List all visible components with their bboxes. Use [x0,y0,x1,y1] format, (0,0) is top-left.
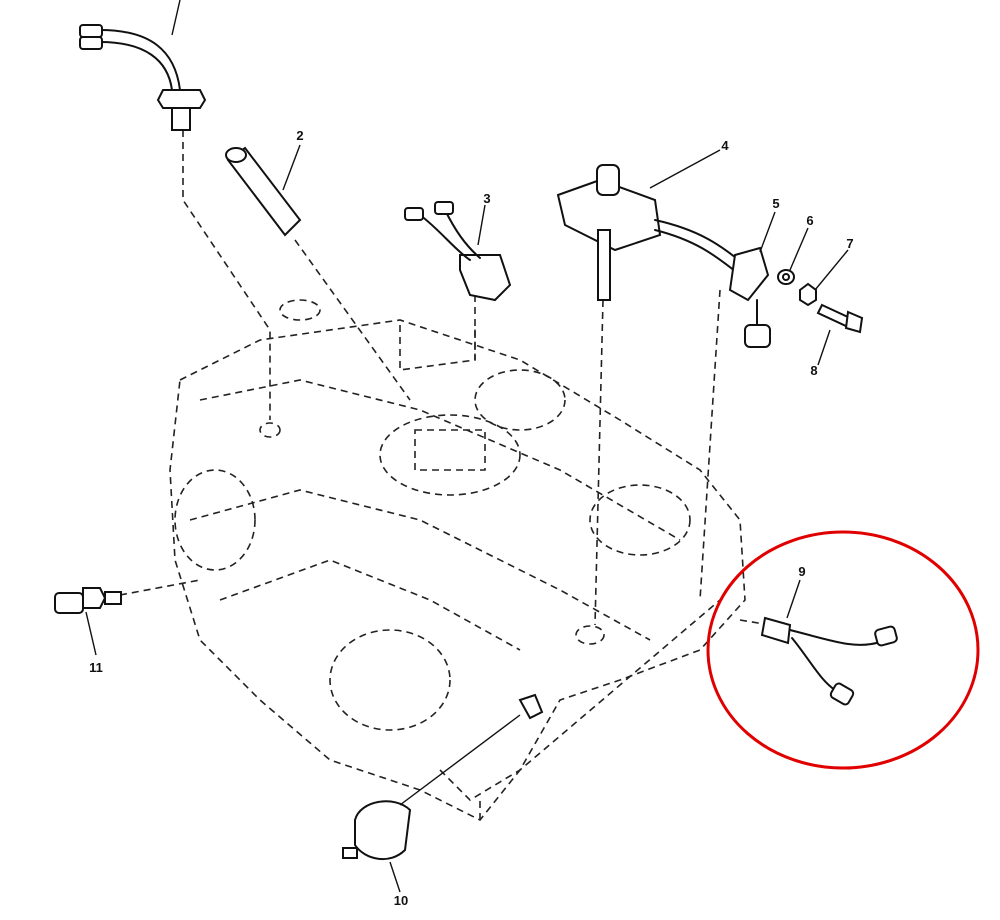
callout-3: 3 [483,191,490,206]
part-11-temperature-sender: 11 [54,587,122,675]
part-8-bolt: 8 [810,303,864,378]
callout-2: 2 [296,128,303,143]
callout-11: 11 [89,660,103,675]
callout-9: 9 [798,564,805,579]
part-3-switch-bracket: 3 [404,191,512,302]
callout-8: 8 [810,363,817,378]
callout-7: 7 [846,236,853,251]
part-9-sender-with-leads: 9 [760,564,898,706]
highlight-circle [706,530,980,770]
part-10-pressure-sender: 10 [342,693,544,908]
callout-5: 5 [772,196,779,211]
callout-6: 6 [806,213,813,228]
part-1-sender [79,0,207,131]
callout-4: 4 [721,138,729,153]
part-4-governor-switch: 4 [556,138,746,301]
callout-10: 10 [394,893,408,908]
engine-block-outline [169,299,746,822]
part-6-washer: 6 [777,213,814,285]
part-5-clamp: 5 [728,196,780,348]
part-7-nut: 7 [799,236,854,307]
part-2-sensor: 2 [225,128,304,237]
